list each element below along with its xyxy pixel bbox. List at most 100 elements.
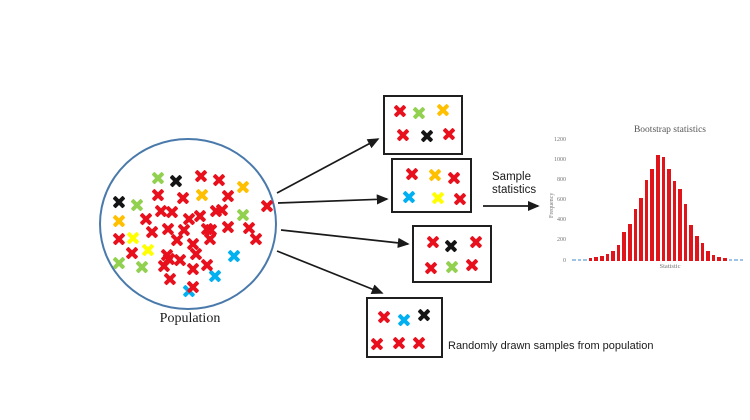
histogram-bar <box>672 181 677 261</box>
x-mark <box>157 259 171 273</box>
histogram-bar <box>728 259 733 261</box>
histogram-bar <box>689 224 694 261</box>
x-mark <box>125 246 139 260</box>
x-mark <box>170 233 184 247</box>
x-mark <box>396 128 410 142</box>
y-tick-label: 0 <box>563 257 566 264</box>
x-mark <box>221 220 235 234</box>
x-mark <box>169 174 183 188</box>
histogram-bar <box>611 250 615 261</box>
x-mark <box>227 249 241 263</box>
chart-xlabel: Statistic <box>659 263 681 270</box>
x-mark <box>182 212 196 226</box>
y-tick-label: 800 <box>557 176 566 183</box>
x-mark <box>249 232 263 246</box>
x-mark <box>176 191 190 205</box>
histogram-bar <box>655 155 660 261</box>
histogram-bar <box>734 259 738 261</box>
x-mark <box>135 260 149 274</box>
x-mark <box>186 280 200 294</box>
x-mark <box>112 214 126 228</box>
histogram-bar <box>633 208 638 261</box>
histogram-bar <box>644 180 649 261</box>
x-mark <box>193 209 207 223</box>
x-mark <box>405 167 419 181</box>
histogram-bar <box>616 244 621 261</box>
histogram-bar <box>695 235 699 261</box>
x-mark <box>392 336 406 350</box>
x-mark <box>145 225 159 239</box>
x-mark <box>260 199 274 213</box>
histogram-bar <box>594 257 598 261</box>
histogram-bar <box>717 256 722 261</box>
x-mark <box>436 103 450 117</box>
sample-box-4 <box>366 297 443 358</box>
x-mark <box>420 129 434 143</box>
x-mark <box>139 212 153 226</box>
arrow-population-to-sample1 <box>276 138 380 194</box>
x-mark <box>208 269 222 283</box>
x-mark <box>200 258 214 272</box>
x-mark <box>189 247 203 261</box>
x-mark <box>151 188 165 202</box>
x-mark <box>469 235 483 249</box>
histogram-bar <box>627 223 632 261</box>
population-circle <box>99 138 277 310</box>
x-mark <box>151 171 165 185</box>
x-mark <box>186 262 200 276</box>
x-mark <box>112 256 126 270</box>
x-mark <box>424 261 438 275</box>
chart-bars <box>572 140 748 261</box>
sample-box-2 <box>391 158 472 213</box>
x-mark <box>428 168 442 182</box>
y-tick-label: 600 <box>557 197 566 203</box>
histogram-bar <box>667 169 671 261</box>
x-mark <box>465 258 479 272</box>
x-mark <box>402 190 416 204</box>
x-mark <box>112 195 126 209</box>
histogram-bar <box>588 257 593 261</box>
histogram-bar <box>650 169 654 261</box>
sample-box-3 <box>412 225 492 283</box>
chart-title: Bootstrap statistics <box>633 125 707 135</box>
histogram-bar <box>639 198 643 261</box>
x-mark <box>221 189 235 203</box>
histogram-bar <box>583 259 587 261</box>
x-mark <box>393 104 407 118</box>
x-mark <box>130 198 144 212</box>
arrow-population-to-sample2 <box>277 194 389 205</box>
x-mark <box>370 337 384 351</box>
histogram-bar <box>723 258 727 261</box>
histogram-bar <box>678 189 682 261</box>
samples-caption: Randomly drawn samples from population <box>448 340 654 352</box>
population-label: Population <box>159 311 221 326</box>
x-mark <box>426 235 440 249</box>
y-tick-label: 400 <box>557 217 566 224</box>
histogram-bar <box>700 242 705 261</box>
x-mark <box>212 173 226 187</box>
histogram-bar <box>622 232 626 261</box>
histogram-bar <box>683 203 688 261</box>
x-mark <box>442 127 456 141</box>
sample-statistics-label: Sample statistics <box>492 171 537 196</box>
histogram-bar <box>599 256 604 261</box>
x-mark <box>194 169 208 183</box>
x-mark <box>141 243 155 257</box>
histogram-bar <box>572 259 576 261</box>
x-mark <box>417 308 431 322</box>
x-mark <box>112 232 126 246</box>
y-tick-label: 200 <box>557 237 566 244</box>
x-mark <box>445 260 459 274</box>
arrow-population-to-sample3 <box>280 229 410 248</box>
x-mark <box>165 205 179 219</box>
y-tick-label: 1000 <box>554 156 566 163</box>
x-mark <box>203 232 217 246</box>
histogram-bar <box>661 157 666 261</box>
y-tick-label: 1200 <box>554 136 566 143</box>
x-mark <box>447 171 461 185</box>
x-mark <box>173 253 187 267</box>
x-mark <box>236 180 250 194</box>
x-mark <box>453 192 467 206</box>
x-mark <box>195 188 209 202</box>
x-mark <box>397 313 411 327</box>
